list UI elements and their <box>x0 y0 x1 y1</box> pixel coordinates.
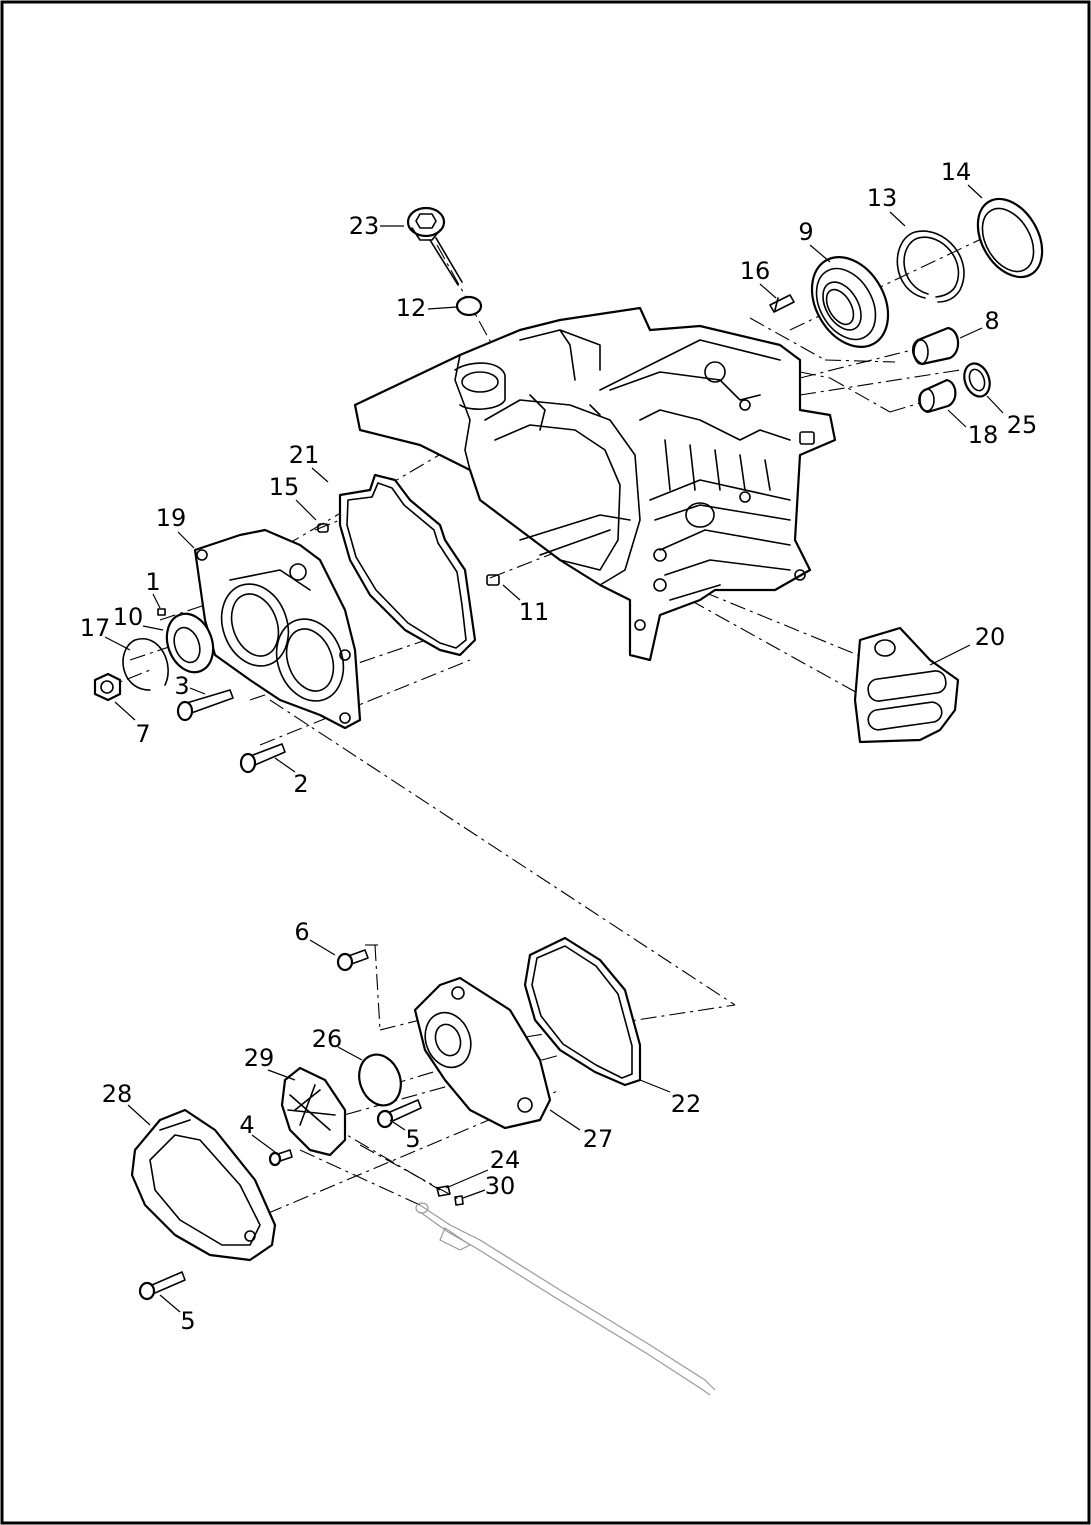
callout-17: 17 <box>80 614 111 642</box>
callout-30: 30 <box>485 1172 516 1200</box>
callout-15: 15 <box>269 473 300 501</box>
small-seal-part <box>963 362 991 398</box>
callout-20: 20 <box>975 623 1006 651</box>
long-bolt-part <box>176 689 234 722</box>
callout-13: 13 <box>867 184 898 212</box>
callout-9: 9 <box>798 218 813 246</box>
lower-bolt-part <box>138 1271 186 1301</box>
callout-8: 8 <box>984 307 999 335</box>
callout-4: 4 <box>239 1111 254 1139</box>
callout-7: 7 <box>135 720 150 748</box>
cover-bolt-part <box>376 1099 422 1129</box>
nut-part <box>93 672 122 702</box>
release-mechanism-part <box>280 1066 347 1157</box>
callout-18: 18 <box>968 421 999 449</box>
main-bearing-part <box>165 612 215 674</box>
callout-6: 6 <box>294 918 309 946</box>
fitting-part <box>436 1185 451 1197</box>
leader-lines <box>104 184 1004 1313</box>
gasket-part <box>338 473 477 657</box>
transmission-case <box>353 306 837 662</box>
callout-16: 16 <box>740 257 771 285</box>
callout-1: 1 <box>145 568 160 596</box>
end-cover-part <box>193 528 362 730</box>
needle-bearing-part <box>912 326 960 366</box>
callout-12: 12 <box>396 294 427 322</box>
callout-10: 10 <box>113 603 144 631</box>
dowel-part <box>317 523 329 533</box>
callout-19: 19 <box>156 504 187 532</box>
callout-5-middle: 5 <box>405 1125 420 1153</box>
callout-28: 28 <box>102 1080 133 1108</box>
bottom-gasket-part <box>853 626 960 744</box>
callout-29: 29 <box>244 1044 275 1072</box>
callout-2: 2 <box>293 770 308 798</box>
callout-14: 14 <box>941 158 972 186</box>
dowel-part-2 <box>486 574 500 586</box>
cover-gasket-part <box>523 936 642 1087</box>
callout-22: 22 <box>671 1090 702 1118</box>
bolt-part <box>239 743 286 774</box>
callout-27: 27 <box>583 1125 614 1153</box>
plug-part <box>157 608 166 616</box>
outer-cover-part <box>130 1108 277 1262</box>
dipstick-part <box>406 206 463 286</box>
seal-part <box>976 197 1044 279</box>
o-ring-part <box>455 295 483 317</box>
callout-3: 3 <box>174 672 189 700</box>
callout-26: 26 <box>312 1025 343 1053</box>
retaining-ring-part <box>896 230 965 303</box>
callout-11: 11 <box>519 598 550 626</box>
side-cover-part <box>413 976 552 1130</box>
cap-part <box>454 1195 464 1206</box>
callout-5-lower: 5 <box>180 1307 195 1335</box>
callout-24: 24 <box>490 1146 521 1174</box>
dowel-bolt-part <box>769 294 795 313</box>
screw-part <box>268 1149 293 1167</box>
callout-21: 21 <box>289 441 320 469</box>
cover-o-ring-part <box>358 1053 402 1107</box>
callout-23: 23 <box>349 212 380 240</box>
clutch-cable <box>415 1202 716 1396</box>
callout-25: 25 <box>1007 411 1038 439</box>
snap-ring-part <box>122 637 169 691</box>
short-bolt-part <box>336 949 369 972</box>
bearing-part <box>810 255 890 349</box>
callout-labels: 1 2 3 4 5 5 6 7 8 9 10 11 12 13 14 15 16… <box>80 158 1038 1335</box>
bushing-part <box>918 378 957 414</box>
